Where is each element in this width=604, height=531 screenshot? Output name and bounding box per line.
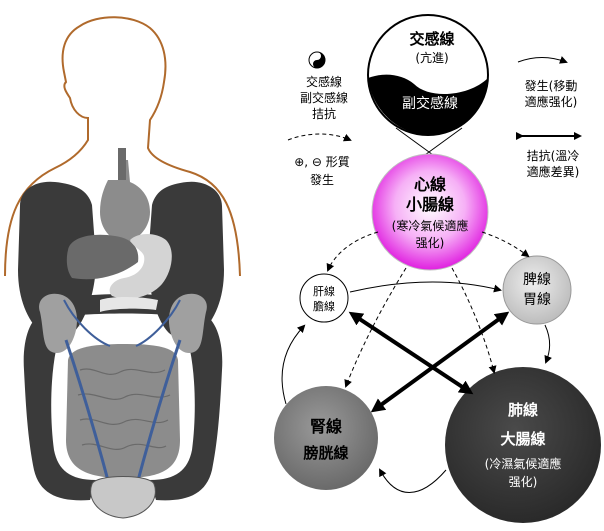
spleen-line1: 脾線 <box>523 272 551 288</box>
arrow-spleen-lung <box>545 325 550 362</box>
lung-line1: 肺線 <box>508 401 538 419</box>
bladder <box>91 477 156 519</box>
small-intestine <box>66 344 180 478</box>
legend-right: 發生(移動 適應强化) 拮抗(溫冷 適應差異) <box>518 58 580 180</box>
heart-line4: 强化) <box>416 236 445 250</box>
legend-left: 交感線 副交感線 拮抗 ⊕, ⊖ 形質 發生 <box>288 52 350 187</box>
liver-line2: 膽線 <box>313 299 335 313</box>
dashed-legend-arrow <box>288 134 350 140</box>
kidney-line1: 腎線 <box>310 417 342 436</box>
yin-yang-icon <box>309 52 325 68</box>
trachea <box>118 148 126 180</box>
yin-yang-circle: 交感線 (亢進) 副交感線 <box>368 15 488 135</box>
dashed-arrow-heart-lung <box>452 268 494 372</box>
liver <box>67 235 138 279</box>
node-heart: 心線 小腸線 (寒冷氣候適應 强化) <box>372 154 488 270</box>
legend-left-line2: 副交感線 <box>300 90 348 105</box>
lung-line4: 强化) <box>509 475 538 489</box>
sympathetic-title: 交感線 <box>409 30 454 48</box>
arrow-liver-spleen <box>350 282 500 292</box>
arrow-kidney-liver <box>282 326 304 404</box>
heart-line1: 心線 <box>414 175 446 194</box>
sympathetic-subtitle: (亢進) <box>415 50 448 65</box>
legend-growth-line2: 發生 <box>310 172 334 187</box>
dashed-arrow-heart-liver <box>328 232 378 270</box>
legend-arrow-thin <box>518 58 566 63</box>
heart-line3: (寒冷氣候適應 <box>392 218 469 233</box>
legend-right-bottom-line1: 拮抗(溫冷 <box>527 148 580 163</box>
legend-left-line3: 拮抗 <box>312 106 336 121</box>
node-spleen: 脾線 胃線 <box>503 256 571 324</box>
lung-line2: 大腸線 <box>500 430 545 448</box>
kidney-line2: 膀胱線 <box>303 444 348 462</box>
lung-line3: (冷濕氣候適應 <box>485 456 562 471</box>
legend-growth-line1: ⊕, ⊖ 形質 <box>294 154 350 169</box>
legend-right-bottom-line2: 適應差異) <box>527 164 580 179</box>
spleen-line2: 胃線 <box>523 292 551 308</box>
arrow-lung-kidney <box>380 470 446 493</box>
legend-right-top-line2: 適應强化) <box>525 94 578 109</box>
dashed-arrow-heart-spleen <box>482 232 528 256</box>
node-kidney: 腎線 膀胱線 <box>274 386 378 490</box>
parasympathetic-label: 副交感線 <box>402 95 458 112</box>
liver-line1: 肝線 <box>313 284 335 298</box>
spleen-organ <box>110 318 118 326</box>
legend-right-top-line1: 發生(移動 <box>525 78 578 93</box>
anatomy-illustration <box>5 17 240 518</box>
dashed-arrow-heart-kidney <box>346 268 406 386</box>
node-liver: 肝線 膽線 <box>300 274 348 322</box>
heart-line2: 小腸線 <box>406 195 454 214</box>
legend-left-line1: 交感線 <box>306 74 342 89</box>
